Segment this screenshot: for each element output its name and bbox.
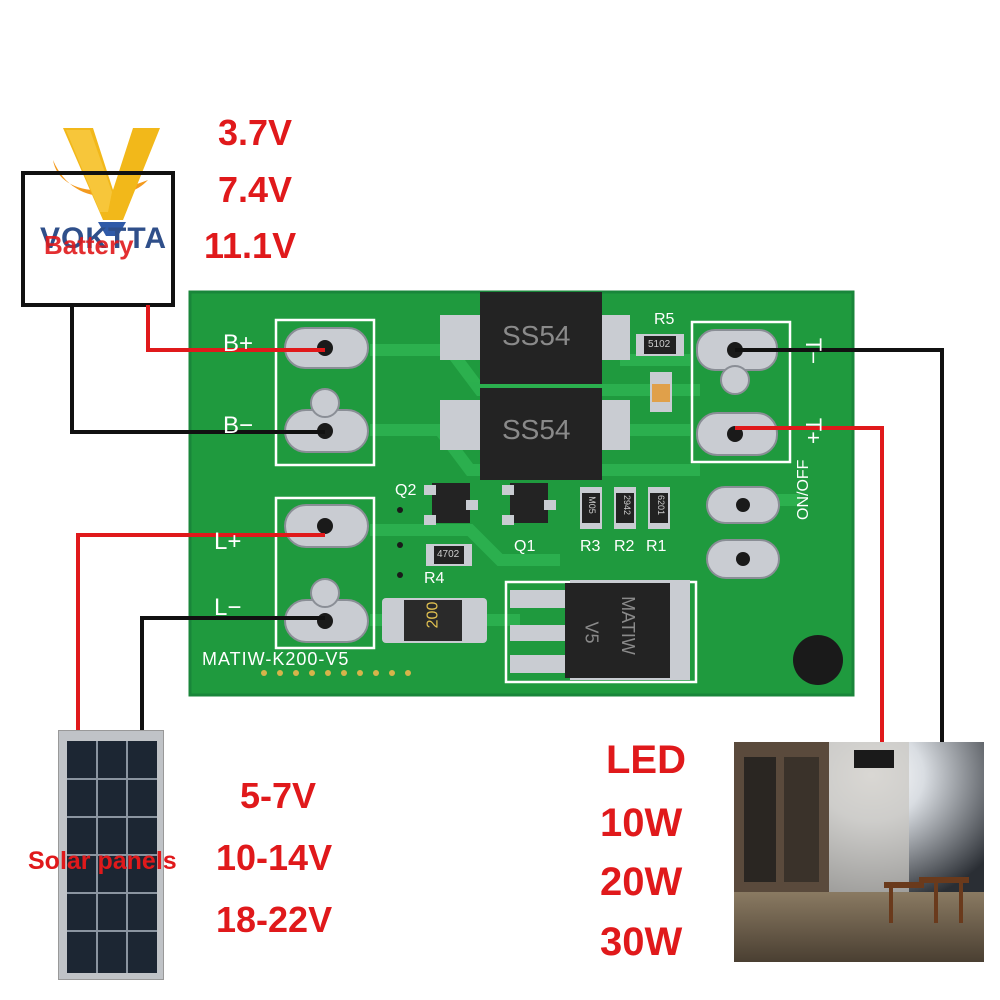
- solar-voltage-2: 10-14V: [216, 837, 333, 878]
- label-r4: R4: [424, 570, 445, 587]
- wire-solar-negative: [140, 616, 325, 735]
- solar-voltage-1: 5-7V: [240, 775, 317, 816]
- resistor-code-r5: 5102: [648, 339, 671, 350]
- led-scene-photo: [734, 742, 984, 962]
- wire-solar-positive: [76, 533, 325, 735]
- label-t-minus: T−: [801, 337, 827, 365]
- wire-battery-positive: [146, 305, 325, 352]
- led-title: LED: [606, 738, 686, 782]
- resistor-code-r4: 4702: [437, 549, 460, 560]
- label-q1: Q1: [514, 538, 536, 555]
- label-r3: R3: [580, 538, 601, 555]
- solar-label: Solar panels: [28, 847, 177, 875]
- diode-1-label: SS54: [502, 320, 571, 351]
- label-l-minus: L−: [214, 594, 242, 621]
- regulator-label-2: V5: [581, 621, 602, 644]
- diode-ss54-2: [440, 388, 630, 480]
- patio-light-image: [734, 742, 984, 962]
- wire-led-positive: [735, 426, 884, 745]
- transistor-q2: [424, 483, 478, 525]
- board-model: MATIW-K200-V5: [202, 649, 350, 669]
- regulator-label-1: MATIW: [617, 596, 638, 655]
- resistor-code-r2: 2942: [622, 494, 633, 516]
- battery-label: Battery: [44, 230, 134, 260]
- wire-led-negative: [735, 348, 944, 745]
- label-r5: R5: [654, 311, 675, 328]
- label-on-off: ON/OFF: [795, 459, 812, 520]
- battery-voltage-1: 3.7V: [218, 112, 293, 153]
- diode-2-label: SS54: [502, 414, 571, 445]
- label-b-plus: B+: [223, 330, 254, 357]
- solar-voltage-3: 18-22V: [216, 899, 333, 940]
- label-t-plus: T+: [801, 417, 827, 445]
- label-l-plus: L+: [214, 528, 242, 555]
- brand-logo-text: VOKTTA: [40, 222, 168, 255]
- diode-ss54-1: [440, 292, 630, 384]
- led-power-2: 20W: [600, 860, 683, 904]
- battery-voltage-3: 11.1V: [204, 225, 297, 266]
- solar-cells-icon: [67, 741, 157, 973]
- resistors: [426, 334, 684, 566]
- battery-box: [21, 171, 175, 307]
- resistor-code-r1: 6201: [656, 494, 667, 516]
- label-r1: R1: [646, 538, 667, 555]
- wire-battery-negative: [70, 305, 325, 434]
- label-q2: Q2: [395, 482, 417, 499]
- led-power-3: 30W: [600, 920, 683, 964]
- fuse-label: 200: [424, 601, 442, 629]
- header-pins: [261, 670, 411, 676]
- wires: [70, 305, 944, 745]
- solar-panel: [58, 730, 164, 980]
- led-power-1: 10W: [600, 801, 683, 845]
- regulator-chip: [510, 580, 690, 680]
- label-b-minus: B−: [223, 412, 254, 439]
- transistor-q1: [502, 483, 556, 525]
- battery-voltage-2: 7.4V: [218, 169, 293, 210]
- fuse: [382, 598, 487, 643]
- resistor-code-r3: M05: [586, 496, 597, 514]
- label-r2: R2: [614, 538, 635, 555]
